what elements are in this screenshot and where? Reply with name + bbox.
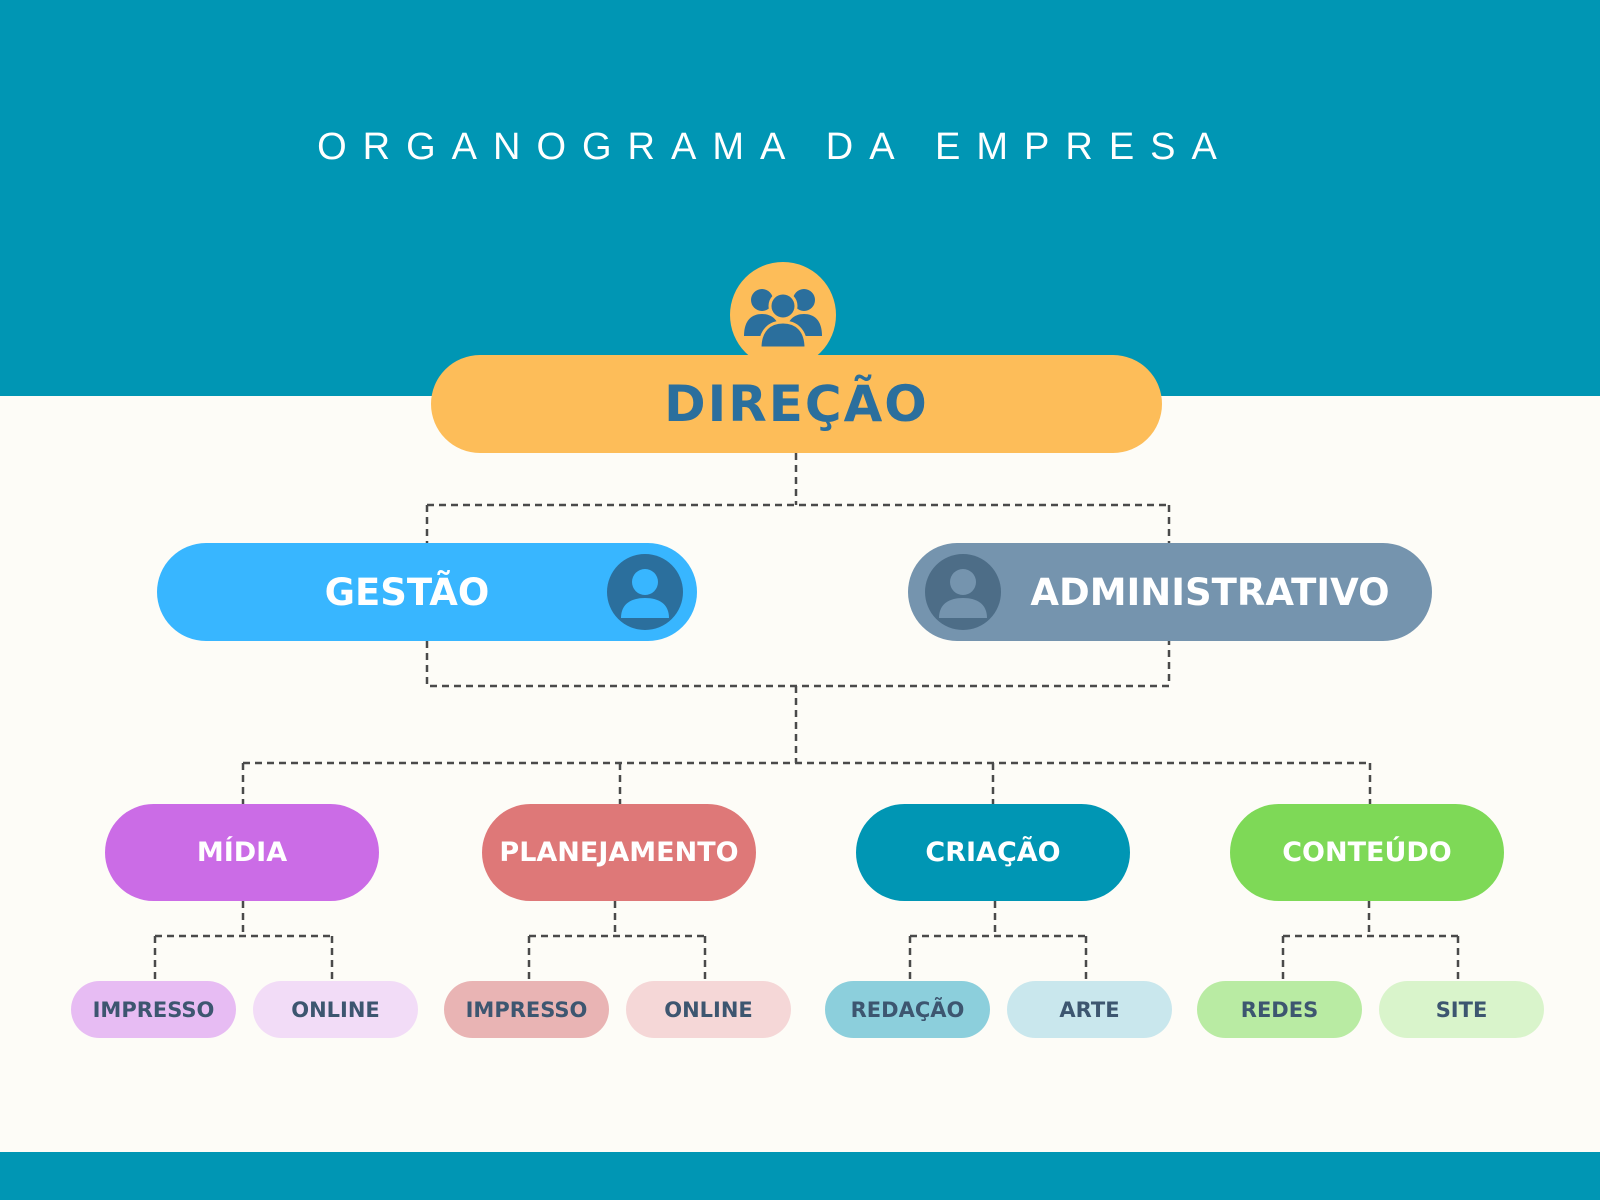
node-planejamento-label: PLANEJAMENTO [499, 837, 739, 868]
direcao-icon-badge [730, 262, 836, 368]
people-group-icon [744, 289, 822, 350]
footer-band [0, 1152, 1600, 1200]
node-direcao[interactable]: DIREÇÃO [431, 355, 1162, 453]
connector-planejamento [527, 901, 707, 981]
leaf-criacao-arte[interactable]: ARTE [1007, 981, 1172, 1038]
leaf-label: ARTE [1059, 997, 1120, 1022]
page-title: ORGANOGRAMA DA EMPRESA [317, 126, 1233, 168]
leaf-label: IMPRESSO [465, 997, 588, 1022]
leaf-label: ONLINE [664, 997, 753, 1022]
node-criacao[interactable]: CRIAÇÃO [856, 804, 1130, 901]
node-administrativo[interactable]: ADMINISTRATIVO [908, 543, 1432, 641]
node-conteudo[interactable]: CONTEÚDO [1230, 804, 1504, 901]
user-avatar-icon [925, 554, 1001, 630]
connector-direcao [425, 453, 1171, 543]
leaf-conteudo-redes[interactable]: REDES [1197, 981, 1362, 1038]
leaf-criacao-redacao[interactable]: REDAÇÃO [825, 981, 990, 1038]
leaf-label: SITE [1435, 997, 1488, 1022]
node-gestao-label: GESTÃO [324, 570, 490, 614]
connector-conteudo [1281, 901, 1460, 981]
leaf-midia-online[interactable]: ONLINE [253, 981, 418, 1038]
node-administrativo-label: ADMINISTRATIVO [1030, 570, 1390, 614]
leaf-label: IMPRESSO [92, 997, 215, 1022]
node-gestao[interactable]: GESTÃO [157, 543, 697, 641]
leaf-label: ONLINE [291, 997, 380, 1022]
node-direcao-label: DIREÇÃO [664, 375, 929, 433]
node-midia[interactable]: MÍDIA [105, 804, 379, 901]
connector-level3-bus [241, 761, 1372, 804]
node-conteudo-label: CONTEÚDO [1282, 837, 1452, 868]
leaf-label: REDAÇÃO [850, 997, 965, 1022]
leaf-planejamento-online[interactable]: ONLINE [626, 981, 791, 1038]
node-criacao-label: CRIAÇÃO [925, 837, 1061, 868]
connector-criacao [908, 901, 1088, 981]
leaf-planejamento-impresso[interactable]: IMPRESSO [444, 981, 609, 1038]
user-avatar-icon [607, 554, 683, 630]
connector-midia [153, 901, 334, 981]
leaf-midia-impresso[interactable]: IMPRESSO [71, 981, 236, 1038]
node-planejamento[interactable]: PLANEJAMENTO [482, 804, 756, 901]
connector-level2 [425, 641, 1171, 763]
leaf-label: REDES [1240, 997, 1319, 1022]
node-midia-label: MÍDIA [196, 837, 288, 868]
leaf-conteudo-site[interactable]: SITE [1379, 981, 1544, 1038]
